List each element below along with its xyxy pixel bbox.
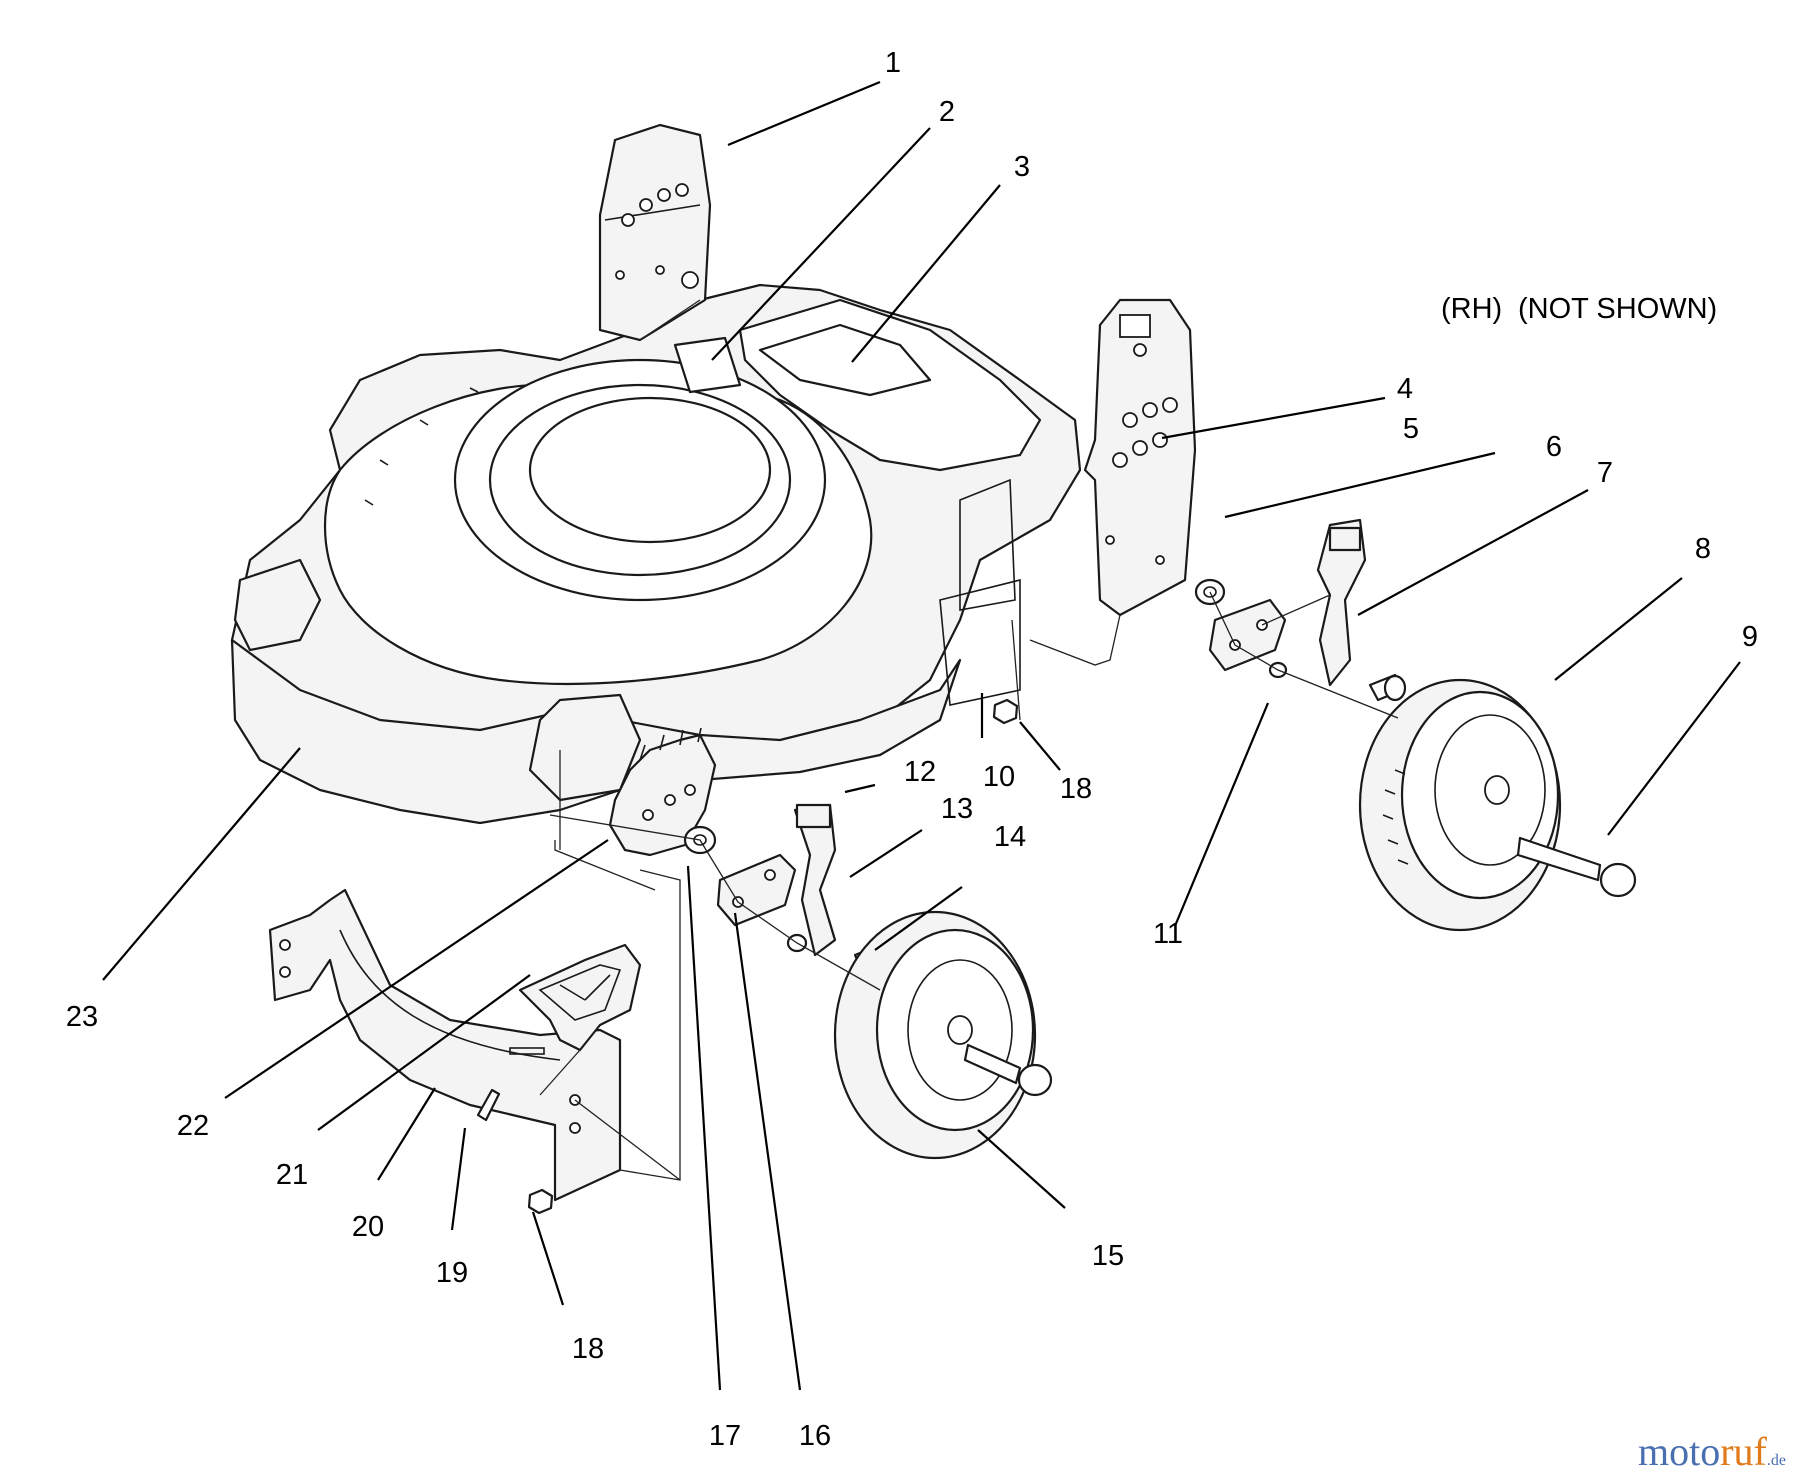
callout-10: 10	[983, 761, 1015, 793]
callout-17: 17	[709, 1420, 741, 1452]
right-height-lever	[1316, 518, 1367, 687]
height-adjust-bracket-right	[1083, 298, 1197, 617]
callout-6: 6	[1546, 431, 1562, 463]
callout-18-front: 18	[572, 1333, 604, 1365]
callout-23: 23	[66, 1001, 98, 1033]
rear-axle-bolt	[1516, 836, 1637, 898]
right-wheel-bolt	[1368, 673, 1407, 702]
front-axle-bolt	[963, 1043, 1053, 1097]
callout-9: 9	[1742, 621, 1758, 653]
callout-18-rear: 18	[1060, 773, 1092, 805]
callout-14: 14	[994, 821, 1026, 853]
callout-15: 15	[1092, 1240, 1124, 1272]
callout-4: 4	[1397, 373, 1413, 405]
callout-22: 22	[177, 1110, 209, 1142]
rear-wheel	[1358, 678, 1562, 932]
watermark: motoruf.de	[1638, 1429, 1786, 1474]
callout-16: 16	[799, 1420, 831, 1452]
height-adjust-bracket-left	[598, 123, 712, 342]
callout-3: 3	[1014, 151, 1030, 183]
callout-11: 11	[1153, 918, 1183, 950]
callout-13: 13	[941, 793, 973, 825]
right-link-plate	[1208, 598, 1287, 672]
rear-nut	[992, 698, 1019, 725]
callout-7: 7	[1597, 457, 1613, 489]
mower-deck-housing	[230, 283, 1082, 825]
front-height-bracket	[608, 727, 717, 857]
note-not-shown: (NOT SHOWN)	[1518, 293, 1717, 325]
callout-2: 2	[939, 96, 955, 128]
front-skirt	[268, 888, 622, 1202]
note-rh: (RH)	[1441, 293, 1502, 325]
callout-1: 1	[885, 47, 901, 79]
front-height-lever	[793, 803, 837, 957]
leader-lines	[102, 80, 1741, 1391]
callout-21: 21	[276, 1159, 308, 1191]
callout-8: 8	[1695, 533, 1711, 565]
skirt-nut	[527, 1188, 554, 1215]
watermark-text: motoruf.de	[1638, 1429, 1786, 1474]
skirt-screw	[476, 1088, 501, 1122]
callout-12: 12	[904, 756, 936, 788]
side-notes: (RH) (NOT SHOWN)	[1441, 293, 1717, 325]
chute-deflector	[518, 943, 642, 1052]
callout-5: 5	[1403, 413, 1419, 445]
front-wheel	[833, 910, 1037, 1160]
callout-20: 20	[352, 1211, 384, 1243]
callout-19: 19	[436, 1257, 468, 1289]
assembly-reference-lines	[539, 591, 1399, 1181]
front-link-plate	[716, 853, 797, 927]
callout-labels: 1 2 3 4 5 6 7 8 9 10 18 11 12 13 14 15 1…	[66, 47, 1758, 1452]
